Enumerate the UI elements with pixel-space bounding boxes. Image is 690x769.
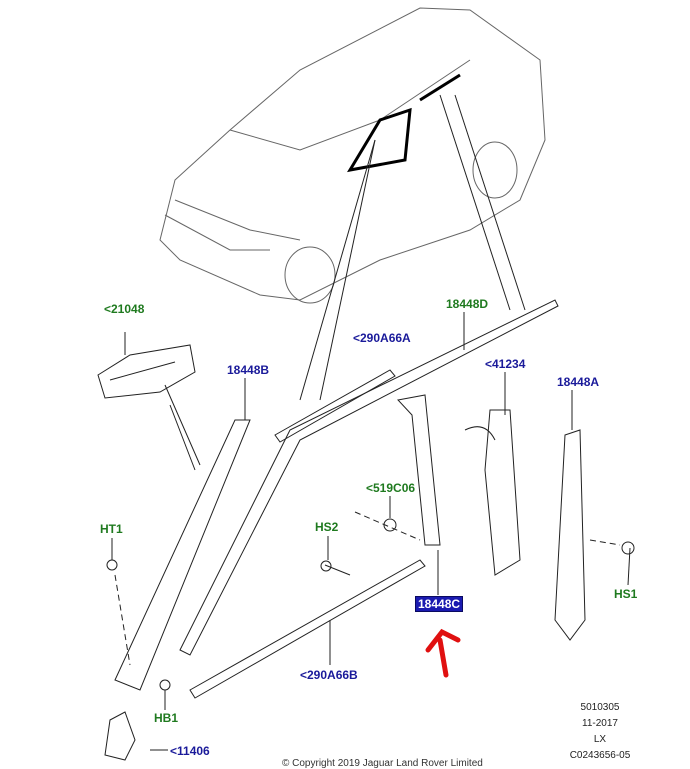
callout-11406[interactable]: <11406	[170, 744, 210, 758]
part-21048-kit	[97, 344, 196, 399]
part-41234-bracket	[464, 409, 521, 576]
diagram-variant: LX	[593, 734, 607, 745]
callout-18448B[interactable]: 18448B	[227, 363, 270, 377]
leader-lines	[111, 94, 631, 751]
diagram-date: 11-2017	[582, 718, 618, 729]
callout-HS1[interactable]: HS1	[614, 587, 638, 601]
part-290A66B-strip	[189, 559, 426, 699]
callout-290A66A[interactable]: <290A66A	[353, 331, 411, 345]
copyright: © Copyright 2019 Jaguar Land Rover Limit…	[282, 758, 483, 769]
part-11406-cover	[104, 711, 136, 761]
callout-HT1[interactable]: HT1	[100, 522, 123, 536]
clip-519C06	[383, 518, 397, 532]
callout-HS2[interactable]: HS2	[315, 520, 339, 534]
part-18448B-pillar	[114, 419, 251, 691]
part-18448C-trim	[397, 394, 441, 546]
bolt-HS2	[324, 564, 351, 576]
part-18448A-trim	[554, 429, 586, 641]
callout-41234[interactable]: <41234	[485, 357, 526, 371]
callout-18448A[interactable]: 18448A	[557, 375, 600, 389]
illustration-number: C0243656-05	[569, 750, 631, 761]
vehicle-illustration	[159, 7, 546, 304]
parts	[97, 299, 635, 761]
part-18448D-seal	[179, 299, 559, 656]
callout-519C06[interactable]: <519C06	[366, 481, 416, 495]
annotation-arrow	[425, 628, 461, 678]
screw-HT1	[106, 559, 118, 571]
callout-18448D[interactable]: 18448D	[446, 297, 489, 311]
callout-21048[interactable]: <21048	[104, 302, 145, 316]
callout-290A66B[interactable]: <290A66B	[300, 668, 358, 682]
screw-HS1	[621, 541, 635, 555]
callout-18448C-selected[interactable]: 18448C	[415, 596, 464, 612]
callout-HB1[interactable]: HB1	[154, 711, 179, 725]
diagram-code: 5010305	[580, 702, 620, 713]
part-290A66A-strip	[274, 369, 396, 443]
screw-HB1	[159, 679, 171, 691]
